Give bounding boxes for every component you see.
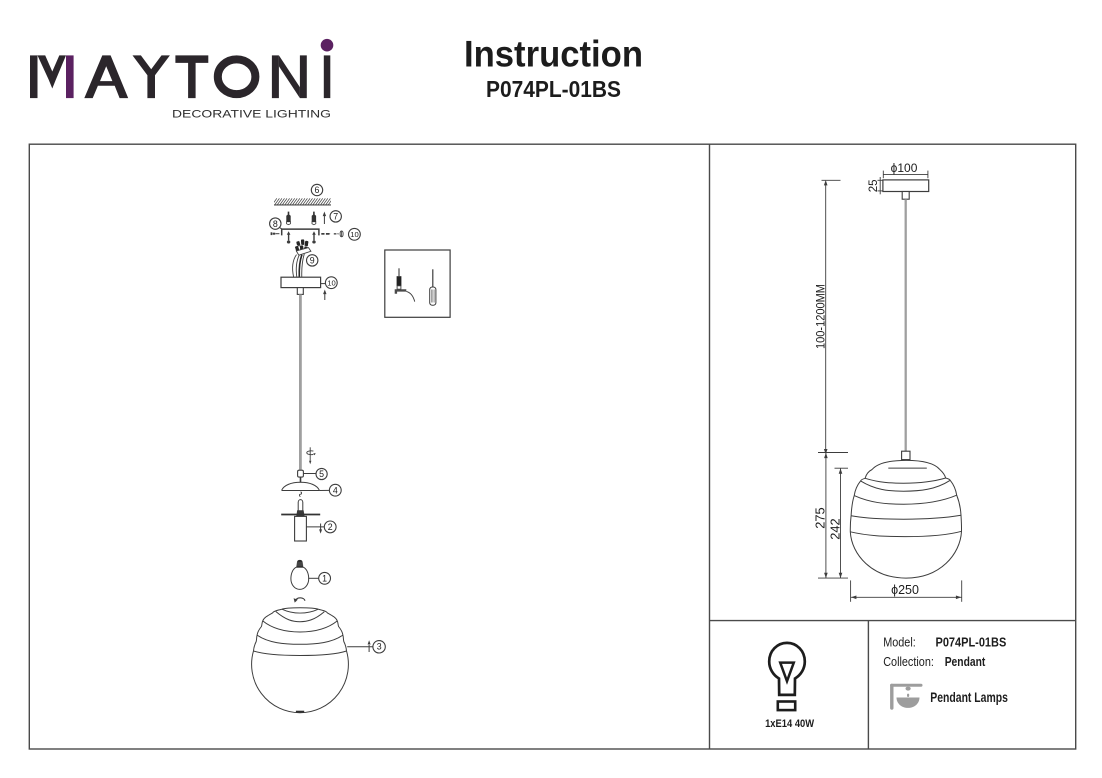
svg-text:4: 4 (333, 485, 338, 495)
svg-text:3: 3 (377, 642, 382, 652)
svg-text:ϕ250: ϕ250 (891, 583, 919, 597)
svg-text:DECORATIVE LIGHTING: DECORATIVE LIGHTING (172, 109, 331, 121)
svg-text:1: 1 (322, 574, 327, 584)
svg-text:Instruction: Instruction (464, 34, 643, 75)
svg-text:25: 25 (868, 179, 880, 192)
svg-text:10: 10 (327, 279, 335, 288)
svg-text:Model:: Model: (883, 634, 916, 649)
svg-text:242: 242 (827, 518, 842, 539)
svg-text:7: 7 (333, 212, 338, 222)
svg-text:Pendant: Pendant (945, 654, 986, 669)
svg-text:P074PL-01BS: P074PL-01BS (936, 634, 1007, 649)
svg-text:9: 9 (310, 256, 315, 266)
svg-text:Pendant Lamps: Pendant Lamps (930, 689, 1008, 705)
svg-text:ϕ100: ϕ100 (891, 161, 918, 175)
svg-text:Collection:: Collection: (883, 654, 934, 669)
svg-text:8: 8 (273, 219, 278, 229)
svg-text:2: 2 (328, 522, 333, 532)
svg-text:10: 10 (350, 230, 358, 239)
svg-text:275: 275 (812, 507, 827, 528)
svg-text:6: 6 (315, 185, 320, 195)
svg-text:1xE14 40W: 1xE14 40W (765, 718, 815, 730)
svg-text:5: 5 (319, 469, 324, 479)
svg-text:P074PL-01BS: P074PL-01BS (486, 76, 621, 102)
svg-text:100-1200MM: 100-1200MM (814, 284, 828, 349)
